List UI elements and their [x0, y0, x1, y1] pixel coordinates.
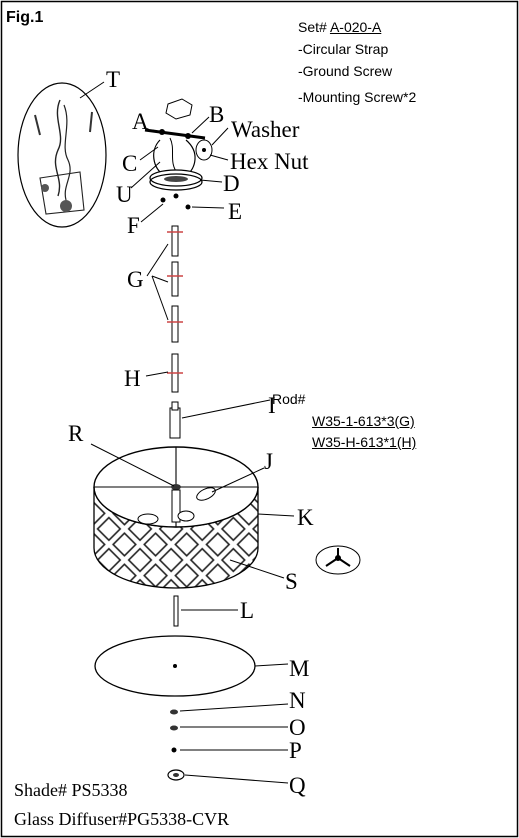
rod-h — [167, 353, 183, 393]
label-n: N — [289, 688, 306, 713]
set-prefix: Set# — [298, 19, 327, 35]
shade-number: Shade# PS5338 — [14, 780, 128, 800]
rod-g-3 — [167, 305, 183, 343]
label-b: B — [209, 102, 225, 127]
part-p — [171, 747, 177, 753]
part-q — [167, 769, 185, 781]
label-h: H — [124, 366, 141, 391]
label-c: C — [122, 151, 138, 176]
label-t: T — [106, 67, 121, 92]
label-a: A — [132, 109, 149, 134]
label-u: U — [116, 182, 133, 207]
coupler-i — [169, 401, 181, 439]
canopy-assembly — [144, 98, 206, 191]
label-washer: Washer — [231, 117, 300, 142]
label-m: M — [289, 656, 310, 681]
part-n — [170, 709, 178, 715]
rod-l — [173, 595, 179, 627]
diffuser-number: Glass Diffuser#PG5338-CVR — [14, 809, 230, 829]
label-hex-nut: Hex Nut — [230, 149, 309, 174]
set-item-1: -Circular Strap — [298, 41, 389, 57]
label-k: K — [297, 505, 314, 530]
detail-circle-t — [17, 82, 107, 228]
set-number: A-020-A — [329, 19, 382, 35]
label-f: F — [127, 213, 140, 238]
rod-label: Rod# — [272, 391, 306, 407]
set-info-line: Set# A-020-A — [298, 20, 381, 34]
rod-part-g: W35-1-613*3(G) — [312, 413, 415, 429]
leader-lines-canopy — [130, 116, 229, 223]
part-o — [170, 725, 178, 731]
label-e: E — [228, 199, 243, 224]
leader-lines-bottom — [179, 703, 289, 784]
rod-part-h: W35-H-613*1(H) — [312, 434, 417, 450]
washer-hex-nut — [195, 139, 213, 161]
drum-shade — [93, 446, 259, 589]
label-d: D — [223, 171, 240, 196]
label-s: S — [285, 569, 298, 594]
rod-g-1 — [167, 225, 183, 257]
label-r: R — [68, 421, 84, 446]
label-q: Q — [289, 773, 306, 798]
label-i: I — [268, 393, 276, 418]
label-l: L — [240, 598, 255, 623]
set-item-3: -Mounting Screw*2 — [298, 89, 417, 105]
label-j: J — [264, 449, 273, 474]
leader-lines-shade — [90, 443, 295, 579]
label-p: P — [289, 738, 302, 763]
rod-g-2 — [167, 261, 183, 297]
socket-cluster-s — [315, 545, 361, 575]
figure-label: Fig.1 — [6, 9, 44, 26]
label-o: O — [289, 715, 306, 740]
set-item-2: -Ground Screw — [298, 63, 393, 79]
label-g: G — [127, 267, 144, 292]
